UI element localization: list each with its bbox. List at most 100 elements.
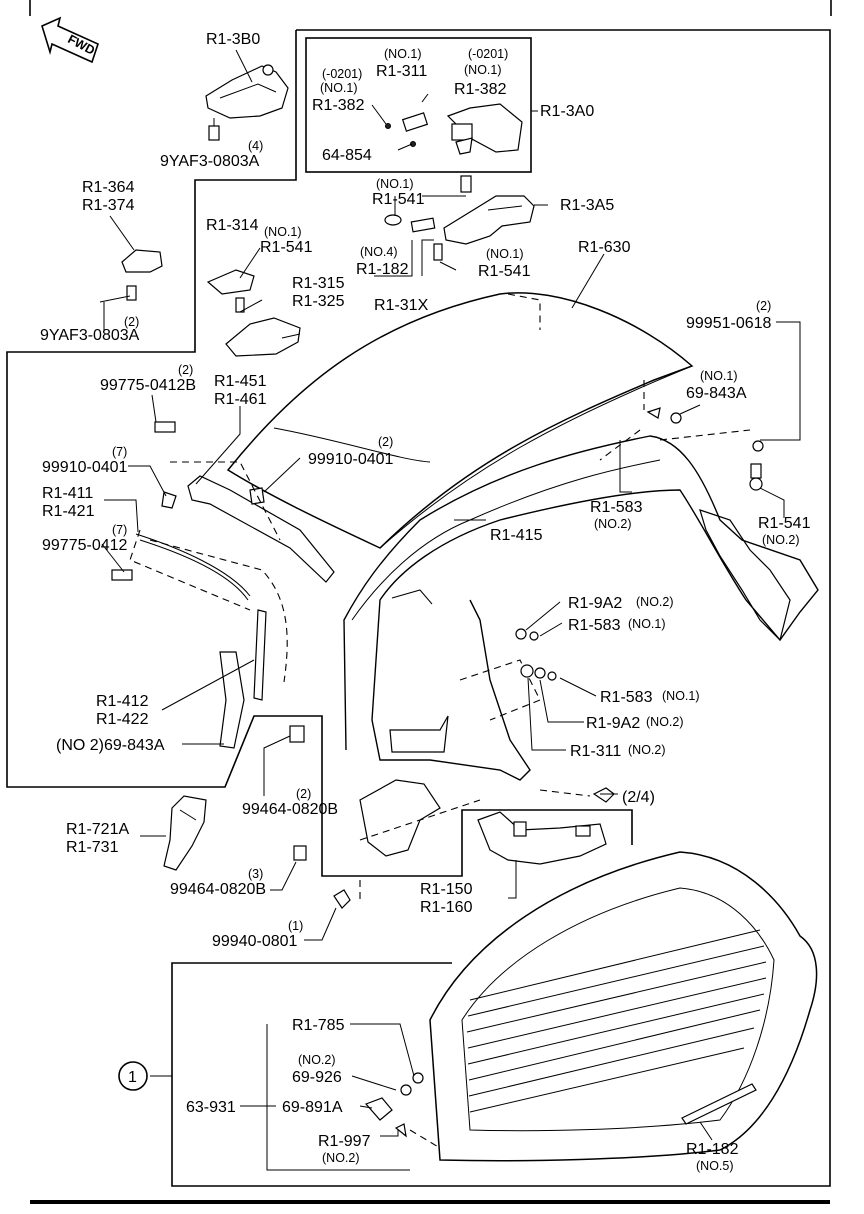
circle-reference: 1 [118, 1061, 148, 1091]
callout-r1-182-low: R1-182 [686, 1141, 739, 1158]
callout-r1-583-a: R1-583 [568, 617, 621, 634]
callout-99910-left-qty: (7) [112, 445, 127, 459]
callout-no1-f: (NO.1) [486, 247, 524, 261]
rear-window-box [171, 962, 826, 1187]
right-hinge-assembly [646, 407, 791, 642]
callout-69-891a: 69-891A [282, 1099, 343, 1116]
callout-r1-315-2: R1-325 [292, 293, 345, 310]
callout-r1-150-2: R1-160 [420, 899, 473, 916]
callout-no2-e: (NO.2) [628, 743, 666, 757]
callout-no1-g: (NO.1) [700, 369, 738, 383]
callout-r1-415: R1-415 [490, 527, 543, 544]
washers-nuts [515, 628, 615, 803]
callout-no5: (NO.5) [696, 1159, 734, 1173]
callout-no1-b: (NO.1) [464, 63, 502, 77]
callout-69-843a-top: 69-843A [686, 385, 747, 402]
callout-r1-411-2: R1-421 [42, 503, 95, 520]
r1-3a5-handle [443, 175, 535, 245]
callout-9yaf3-left: 9YAF3-0803A [40, 327, 140, 344]
callout-r1-9a2-a: R1-9A2 [568, 595, 622, 612]
callout-0201-b: (-0201) [322, 67, 362, 81]
callout-ref-2-4: (2/4) [622, 789, 655, 806]
callout-no2-c: (NO.2) [636, 595, 674, 609]
callout-99464-b: 99464-0820B [170, 881, 266, 898]
callout-r1-997: R1-997 [318, 1133, 371, 1150]
callout-99940-qty: (1) [288, 919, 303, 933]
r1-3b0-bracket [205, 64, 289, 141]
callout-no1-a: (NO.1) [384, 47, 422, 61]
rear-window-glass [364, 851, 818, 1162]
callout-r1-583-mid: R1-583 [590, 499, 643, 516]
callout-no2-a: (NO.2) [594, 517, 632, 531]
callout-r1-311-low: R1-311 [570, 743, 621, 760]
r1-31x-parts [384, 214, 443, 261]
callout-no2-f: (NO.2) [298, 1053, 336, 1067]
callout-r1-451-1: R1-451 [214, 373, 267, 390]
defrost-lines [466, 929, 767, 1113]
callout-0201-a: (-0201) [468, 47, 508, 61]
callout-99951: 99951-0618 [686, 315, 772, 332]
callout-r1-315-1: R1-315 [292, 275, 345, 292]
callout-99940: 99940-0801 [212, 933, 298, 950]
callout-r1-412-1: R1-412 [96, 693, 149, 710]
callout-no2-g: (NO.2) [322, 1151, 360, 1165]
callout-r1-314: R1-314 [206, 217, 259, 234]
callout-64-854: 64-854 [322, 147, 372, 164]
callout-r1-630: R1-630 [578, 239, 631, 256]
center-bracket [289, 725, 441, 909]
callout-r1-721a-2: R1-731 [66, 839, 119, 856]
callout-99464-a: 99464-0820B [242, 801, 338, 818]
r1-630-hardtop [226, 292, 694, 549]
r1-150-hinge [477, 811, 607, 865]
callout-r1-3a5: R1-3A5 [560, 197, 614, 214]
callout-r1-541-right: R1-541 [478, 263, 531, 280]
callout-no1-h: (NO.1) [628, 617, 666, 631]
r1-364-bracket [109, 215, 163, 301]
callout-r1-3a0: R1-3A0 [540, 103, 594, 120]
callout-63-931: 63-931 [186, 1099, 236, 1116]
callout-no1-i: (NO.1) [662, 689, 700, 703]
callout-99775-left-qty: (7) [112, 523, 127, 537]
frame [6, 0, 832, 1204]
callout-no2-69843a: (NO 2)69-843A [56, 737, 165, 754]
callout-r1-541-low: R1-541 [758, 515, 811, 532]
callout-r1-451-2: R1-461 [214, 391, 267, 408]
callout-99910-left: 99910-0401 [42, 459, 128, 476]
callout-no1-e: (NO.1) [264, 225, 302, 239]
callout-69-926: 69-926 [292, 1069, 342, 1086]
callout-no2-b: (NO.2) [762, 533, 800, 547]
callout-99464-a-qty: (2) [296, 787, 311, 801]
r1-314-bracket [206, 269, 301, 357]
callout-99910-center: 99910-0401 [308, 451, 394, 468]
r1-3a0-box [305, 37, 532, 173]
fwd-arrow-icon: FWD [41, 16, 99, 64]
callout-99910-center-qty: (2) [378, 435, 393, 449]
callout-r1-364-2: R1-374 [82, 197, 135, 214]
callout-r1-150-1: R1-150 [420, 881, 473, 898]
callout-r1-721a-1: R1-721A [66, 821, 129, 838]
callout-r1-412-2: R1-422 [96, 711, 149, 728]
left-moldings [111, 421, 335, 749]
callout-9yaf3-left-qty: (2) [124, 315, 139, 329]
callout-9yaf3-top-qty: (4) [248, 139, 263, 153]
callout-r1-9a2-b: R1-9A2 [586, 715, 640, 732]
callout-no1-c: (NO.1) [320, 81, 358, 95]
callout-r1-364-1: R1-364 [82, 179, 135, 196]
callout-no2-d: (NO.2) [646, 715, 684, 729]
callout-r1-311-top: R1-311 [376, 63, 427, 80]
callout-r1-31x: R1-31X [374, 297, 429, 314]
circle-reference-number: 1 [128, 1069, 137, 1086]
callout-r1-541-mid: R1-541 [260, 239, 313, 256]
callout-r1-411-1: R1-411 [42, 485, 93, 502]
callout-r1-382-right: R1-382 [454, 81, 507, 98]
callout-r1-785: R1-785 [292, 1017, 345, 1034]
callout-no1-d: (NO.1) [376, 177, 414, 191]
callout-99951-qty: (2) [756, 299, 771, 313]
callout-99775-top-qty: (2) [178, 363, 193, 377]
callout-r1-382-left: R1-382 [312, 97, 365, 114]
callout-r1-541-top: R1-541 [372, 191, 425, 208]
callout-9yaf3-top: 9YAF3-0803A [160, 153, 260, 170]
callout-r1-182-top: R1-182 [356, 261, 409, 278]
callout-99464-b-qty: (3) [248, 867, 263, 881]
